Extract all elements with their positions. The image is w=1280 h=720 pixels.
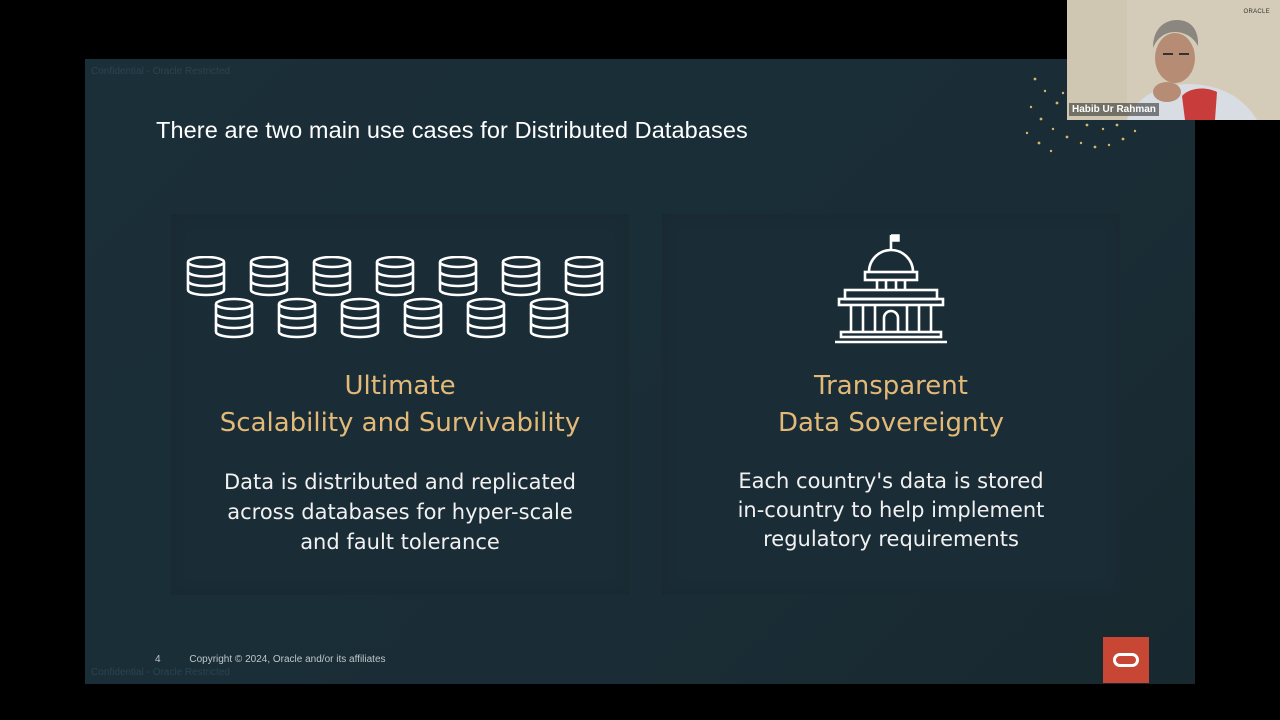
database-cluster-icon (186, 256, 604, 339)
presenter-video-feed (1067, 0, 1280, 120)
page-number: 4 (155, 654, 161, 665)
copyright-text: Copyright © 2024, Oracle and/or its affi… (189, 654, 386, 665)
classification-label: Confidential - Oracle Restricted (91, 66, 230, 77)
webcam-brand-label: ORACLE (1243, 9, 1270, 15)
card-description: Data is distributed and replicated acros… (223, 470, 577, 554)
classification-label-bottom: Confidential - Oracle Restricted (91, 667, 230, 678)
card-heading: Ultimate Scalability and Survivability (219, 371, 581, 438)
slide-title: There are two main use cases for Distrib… (156, 117, 748, 143)
use-case-card-sovereignty: Transparent Data Sovereignty Each countr… (662, 214, 1120, 595)
webcam-video-tile[interactable]: ORACLE Habib Ur Rahman (1067, 0, 1280, 120)
card-description: Each country's data is stored in-country… (737, 469, 1045, 551)
use-case-card-scalability: Ultimate Scalability and Survivability D… (171, 214, 629, 595)
card-heading: Transparent Data Sovereignty (777, 371, 1005, 438)
slide-footer: 4 Copyright © 2024, Oracle and/or its af… (155, 654, 386, 665)
participant-name-label: Habib Ur Rahman (1069, 103, 1159, 116)
oracle-logo-icon (1103, 637, 1149, 683)
government-building-icon (835, 234, 947, 344)
presentation-slide: Confidential - Oracle Restricted There a… (85, 59, 1195, 684)
